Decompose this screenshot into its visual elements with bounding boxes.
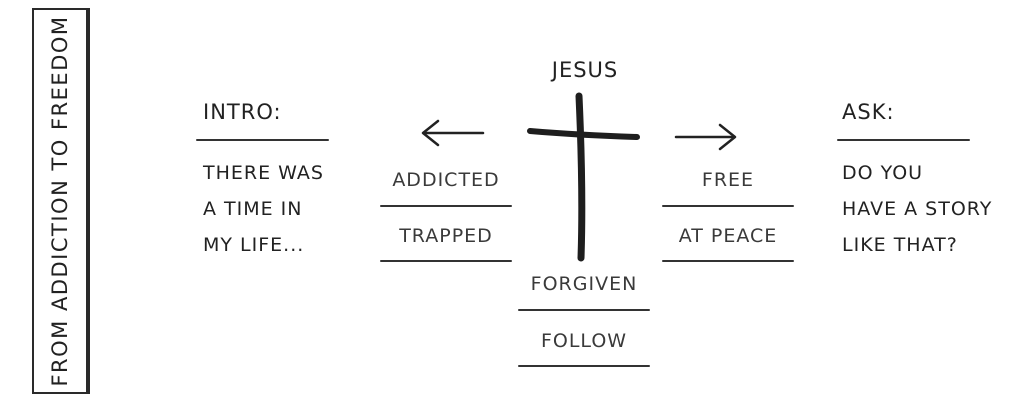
forgiven-underline bbox=[518, 309, 650, 311]
jesus-label: JESUS bbox=[551, 58, 619, 82]
intro-line-3: my life... bbox=[203, 234, 305, 256]
ask-underline bbox=[837, 139, 970, 141]
addicted-label: Addicted bbox=[392, 169, 500, 191]
forgiven-label: Forgiven bbox=[530, 273, 638, 295]
intro-line-1: There was bbox=[203, 162, 324, 184]
intro-heading: INTRO: bbox=[203, 100, 282, 124]
intro-underline bbox=[196, 139, 329, 141]
intro-line-2: a time in bbox=[203, 198, 303, 220]
free-underline bbox=[662, 205, 794, 207]
addicted-underline bbox=[380, 205, 512, 207]
cross-horizontal-beam bbox=[527, 128, 640, 140]
ask-text: Do you have a story like that? bbox=[842, 155, 992, 263]
ask-line-2: have a story bbox=[842, 198, 993, 220]
cross-vertical-beam bbox=[575, 92, 586, 262]
right-arrow-icon bbox=[674, 123, 737, 151]
free-label: Free bbox=[701, 169, 755, 191]
at-peace-underline bbox=[662, 260, 794, 262]
left-arrow-icon bbox=[421, 119, 485, 147]
ask-line-1: Do you bbox=[842, 162, 924, 184]
ask-line-3: like that? bbox=[842, 234, 958, 256]
title-frame: From Addiction to Freedom bbox=[32, 8, 90, 394]
intro-text: There was a time in my life... bbox=[203, 155, 324, 263]
follow-underline bbox=[518, 365, 650, 367]
ask-heading: ASK: bbox=[842, 100, 895, 124]
follow-label: Follow bbox=[540, 330, 628, 352]
at-peace-label: At Peace bbox=[678, 225, 778, 247]
trapped-label: TRapped bbox=[399, 225, 493, 247]
trapped-underline bbox=[380, 260, 512, 262]
